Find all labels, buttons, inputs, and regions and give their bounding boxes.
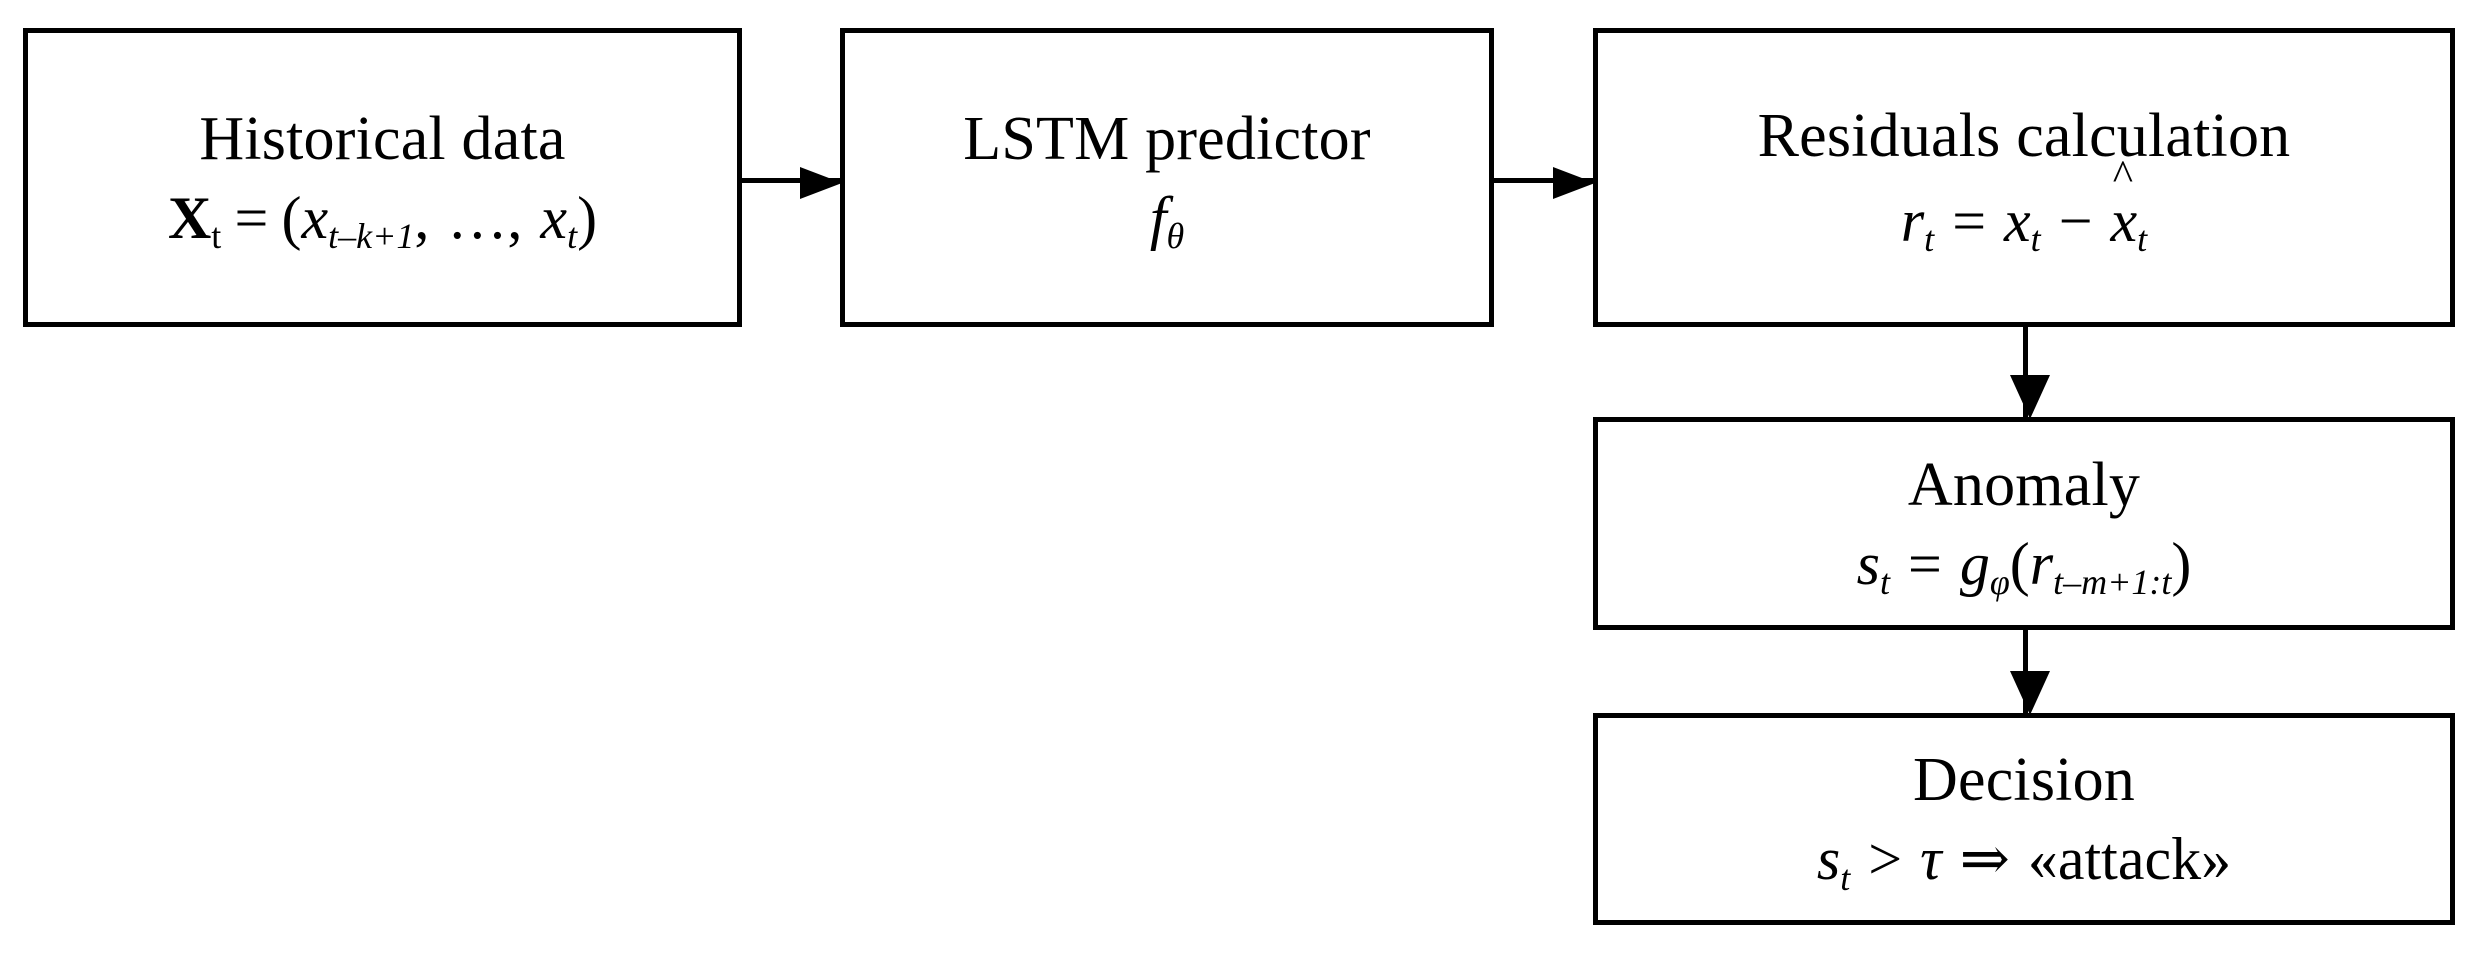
score-s-subscript: t (1879, 562, 1890, 603)
node-lstm-predictor[interactable]: LSTM predictor fθ (840, 28, 1494, 327)
x-predicted-with-hat: ^x (2110, 155, 2138, 254)
node-historical-data-title: Historical data (199, 104, 566, 173)
arrowhead-down-icon (2010, 671, 2050, 715)
score-s-symbol: s (1816, 826, 1841, 892)
comma-first: , (414, 184, 430, 251)
arrowhead-down-icon (2010, 375, 2050, 419)
function-g-subscript-phi: φ (1989, 562, 2010, 603)
comma-second: , (507, 184, 523, 251)
arrowhead-right-icon (800, 167, 842, 199)
implies-arrow-icon: ⇒ (1959, 826, 2010, 892)
vector-x-subscript: t (211, 216, 222, 257)
x-last-symbol: x (540, 184, 568, 251)
x-last-subscript: t (567, 216, 578, 257)
node-residuals-calculation-title: Residuals calculation (1757, 101, 2291, 170)
function-f-symbol: f (1149, 184, 1167, 251)
greater-than-sign: > (1868, 826, 1903, 892)
node-decision[interactable]: Decision st > τ ⇒ «attack» (1593, 713, 2455, 925)
node-residuals-calculation-formula: rt=xt−^xt (1900, 155, 2147, 257)
node-decision-title: Decision (1913, 746, 2135, 814)
open-paren: ( (281, 184, 302, 251)
ellipsis: … (447, 184, 508, 251)
close-paren: ) (2171, 530, 2192, 597)
score-s-symbol: s (1856, 530, 1880, 597)
edge-anomaly-to-decision-arrow (2010, 630, 2050, 715)
x-actual-symbol: x (2004, 187, 2031, 254)
attack-label: «attack» (2027, 826, 2232, 892)
equals-sign: = (1907, 530, 1942, 597)
close-paren: ) (577, 184, 598, 251)
vector-x-symbol: X (167, 184, 212, 251)
node-decision-formula: st > τ ⇒ «attack» (1816, 826, 2232, 896)
equals-sign: = (234, 184, 269, 251)
hat-accent-icon: ^ (2112, 153, 2133, 201)
x-predicted-subscript: t (2137, 219, 2148, 260)
node-anomaly-formula: st = gφ(rt–m+1:t) (1856, 530, 2192, 601)
residual-r-symbol: r (1900, 187, 1925, 254)
score-s-subscript: t (1840, 857, 1851, 898)
equals-sign: = (1952, 187, 1987, 254)
edge-residuals-to-anomaly-arrow (2010, 327, 2050, 419)
residual-window-subscript: t–m+1:t (2053, 562, 2172, 603)
node-residuals-calculation[interactable]: Residuals calculation rt=xt−^xt (1593, 28, 2455, 327)
function-g-symbol: g (1959, 530, 1990, 597)
residual-window-r-symbol: r (2029, 530, 2054, 597)
node-historical-data-formula: Xt=(xt–k+1,…,xt) (167, 184, 598, 255)
threshold-tau-symbol: τ (1920, 826, 1942, 892)
node-lstm-predictor-title: LSTM predictor (963, 104, 1371, 173)
node-anomaly-title: Anomaly (1907, 450, 2141, 519)
residual-r-subscript: t (1924, 219, 1935, 260)
node-lstm-predictor-formula: fθ (1149, 184, 1184, 255)
node-historical-data[interactable]: Historical data Xt=(xt–k+1,…,xt) (23, 28, 742, 327)
x-first-subscript: t–k+1 (328, 216, 415, 257)
x-first-symbol: x (301, 184, 329, 251)
open-paren: ( (2009, 530, 2030, 597)
x-predicted-symbol: x (2110, 187, 2138, 254)
edge-lstm-to-residuals-arrow (1494, 167, 1595, 199)
arrowhead-right-icon (1553, 167, 1595, 199)
edge-historical-to-lstm-arrow (742, 167, 842, 199)
minus-sign: − (2058, 187, 2093, 254)
x-actual-subscript: t (2030, 219, 2041, 260)
node-anomaly[interactable]: Anomaly st = gφ(rt–m+1:t) (1593, 417, 2455, 630)
function-f-subscript-theta: θ (1166, 216, 1185, 257)
